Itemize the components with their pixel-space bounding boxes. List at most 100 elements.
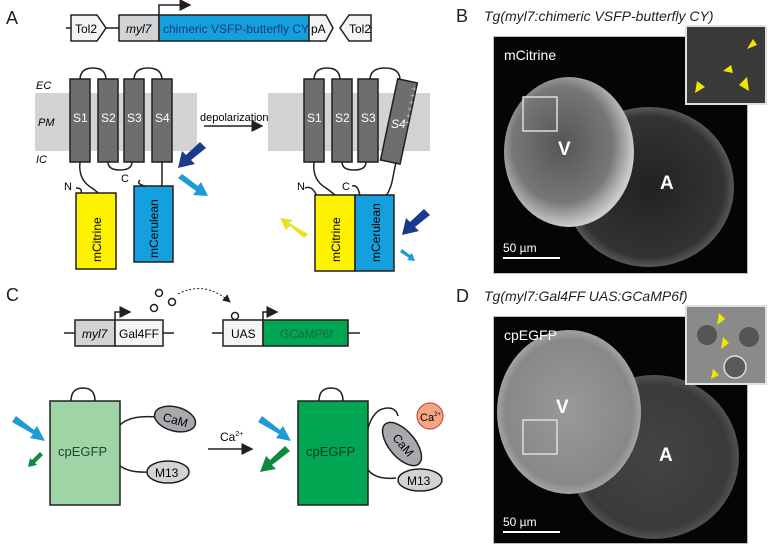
cam-domain-high: [381, 421, 423, 467]
uas-label: UAS: [231, 327, 256, 341]
heart-image-vsfp: [504, 77, 734, 267]
gal4-protein-dot: [149, 303, 159, 313]
cpegfp-box-low: [49, 400, 121, 506]
calcium-ion-label: Ca2+: [420, 412, 441, 424]
panel-b-title: Tg(myl7:chimeric VSFP-butterfly CY): [484, 8, 714, 24]
cpegfp-label-high: cpEGFP: [306, 444, 355, 459]
s3-label: S3: [127, 111, 142, 125]
panel-d-title: Tg(myl7:Gal4FF UAS:GCaMP6f): [484, 288, 688, 304]
driver-promoter-label: myl7: [82, 327, 109, 341]
ventricle-shape: [497, 330, 641, 494]
scale-bar: [503, 531, 560, 533]
gcamp6f-gene-box: [262, 319, 349, 347]
arrowhead-marker: [711, 369, 719, 379]
arrowhead-marker: [695, 81, 705, 93]
cpegfp-channel-label: cpEGFP: [504, 327, 557, 343]
gal4ff-box: [114, 319, 164, 347]
panel-b-letter: B: [456, 6, 469, 26]
arrowhead-marker: [717, 313, 725, 325]
gal4-protein-dot: [167, 297, 177, 307]
panel-b-micrograph: mCitrine V A 50 µm: [493, 36, 748, 274]
driver-promoter-box: [74, 319, 116, 347]
cam-domain-low: [153, 405, 197, 433]
mcitrine-label-depol: mCitrine: [329, 217, 343, 262]
scale-bar-label: 50 µm: [503, 241, 537, 255]
gal4ff-label: Gal4FF: [119, 327, 159, 341]
transcription-start-arrow: [158, 0, 192, 15]
excitation-arrow-low: [12, 416, 45, 441]
excitation-arrow-high: [258, 416, 291, 441]
m13-domain-high: [397, 468, 443, 492]
mcitrine-box-rest: [75, 192, 117, 270]
uas-box: [222, 319, 264, 347]
cpegfp-label-low: cpEGFP: [58, 444, 107, 459]
myl7-label: myl7: [126, 22, 153, 36]
ventricle-shape: [504, 77, 634, 227]
panel-b-zoom-inset: [685, 25, 767, 105]
gal4-protein-dot: [154, 288, 164, 298]
panel-d-zoom-inset: [685, 305, 767, 385]
mcerulean-label-depol: mCerulean: [369, 203, 383, 262]
mcerulean-box-rest: [133, 185, 174, 263]
scale-bar: [503, 257, 560, 259]
excitation-arrow-rest: [178, 142, 206, 168]
pa-label: pA: [311, 22, 326, 36]
emission-arrow-citrine-depol: [280, 218, 308, 238]
vsfp-gene-label: chimeric VSFP-butterfly CY: [163, 22, 309, 36]
c-terminus-label: C: [121, 173, 129, 185]
heart-image-gcamp: [497, 330, 739, 539]
scale-bar-label: 50 µm: [503, 515, 537, 529]
m13-label-high: M13: [407, 474, 431, 488]
tol2-right-label: Tol2: [349, 22, 371, 36]
atrium-label: A: [659, 445, 673, 466]
c-terminus-label-depol: C: [342, 181, 350, 193]
arrowhead-marker: [747, 39, 757, 49]
emission-arrow-high: [260, 446, 290, 472]
s1-label-depol: S1: [307, 111, 322, 125]
ec-label: EC: [36, 80, 51, 92]
s2-label-depol: S2: [335, 111, 350, 125]
inset-region-box: [522, 419, 558, 455]
s4-label-depol: S4: [391, 117, 406, 131]
s2-label: S2: [101, 111, 116, 125]
m13-domain-low: [146, 460, 190, 484]
segments-rest: [69, 78, 173, 163]
atrium-label: A: [660, 173, 674, 194]
arrowhead-marker: [723, 65, 733, 73]
s1-label: S1: [73, 111, 88, 125]
panel-c-diagram: myl7 Gal4FF UAS GCaMP6f cpEGFP CaM M13 C…: [12, 288, 444, 506]
calcium-arrow-label: Ca2+: [220, 430, 243, 444]
cam-label-low: CaM: [161, 410, 189, 430]
s3-label-depol: S3: [361, 111, 376, 125]
n-terminus-label: N: [64, 181, 72, 193]
arrowhead-marker: [721, 337, 729, 349]
panel-d-letter: D: [456, 286, 469, 306]
ventricle-label: V: [558, 139, 571, 160]
pm-label: PM: [38, 117, 55, 129]
mcerulean-box-depol: [354, 194, 395, 272]
binding-dotted-arrow: [177, 288, 231, 303]
calcium-ion-charge: 2+: [434, 412, 441, 418]
mcitrine-channel-label: mCitrine: [504, 47, 557, 63]
segments-depolarized: [303, 77, 419, 166]
panel-a-diagram: Tol2 myl7 chimeric VSFP-butterfly CY pA …: [35, 0, 430, 272]
vsfp-gene-box: [158, 14, 310, 42]
emission-arrow-cerulean-depol: [400, 249, 415, 261]
s4-label: S4: [155, 111, 170, 125]
n-terminus-label-depol: N: [297, 181, 305, 193]
ventricle-label: V: [556, 397, 569, 418]
mcitrine-label-rest: mCitrine: [90, 217, 104, 262]
panel-a-letter: A: [6, 8, 19, 28]
calcium-arrow-superscript: 2+: [235, 431, 243, 438]
tol2-left-label: Tol2: [75, 22, 97, 36]
arrowhead-marker: [739, 77, 749, 91]
m13-label-low: M13: [155, 466, 179, 480]
depolarization-label: depolarization: [200, 112, 269, 124]
tol2-right-element: [339, 14, 372, 42]
mcerulean-label-rest: mCerulean: [147, 199, 161, 258]
inset-region-box: [522, 96, 558, 132]
gcamp6f-label: GCaMP6f: [280, 327, 333, 341]
polya-element: [308, 14, 334, 42]
cpegfp-box-high: [297, 400, 369, 506]
ic-label: IC: [36, 154, 47, 166]
